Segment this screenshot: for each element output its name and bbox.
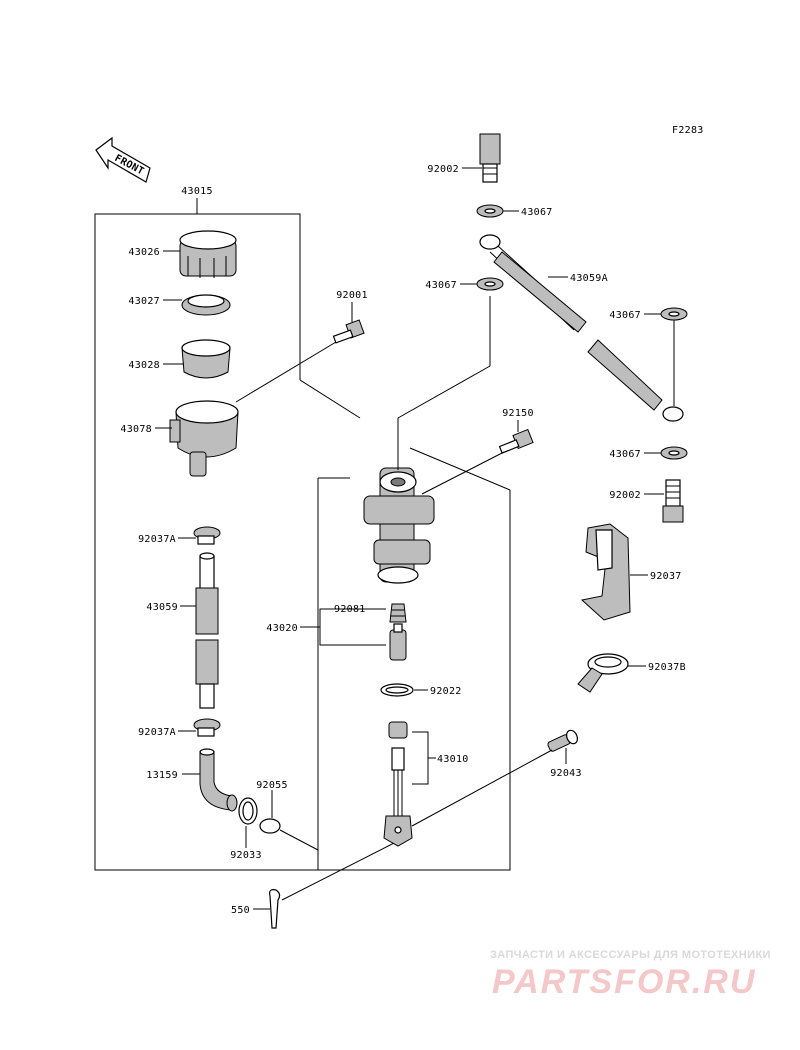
hose-clamp-top xyxy=(193,526,221,545)
part-label-43010: 43010 xyxy=(437,754,469,765)
part-label-43020: 43020 xyxy=(266,623,298,634)
bolt-92150 xyxy=(498,428,534,454)
o-ring-92055 xyxy=(259,818,281,834)
part-label-92037A-bottom: 92037A xyxy=(138,727,176,738)
part-label-43015: 43015 xyxy=(181,186,213,197)
hose-bracket-92037 xyxy=(580,523,631,621)
cotter-pin xyxy=(269,889,281,929)
hose-clamp-bottom xyxy=(193,718,221,737)
figure-code: F2283 xyxy=(672,125,704,136)
part-label-92037: 92037 xyxy=(650,571,682,582)
clevis-pin xyxy=(547,729,579,752)
washer-43067-c xyxy=(660,307,688,321)
part-label-92002-top: 92002 xyxy=(427,164,459,175)
part-label-43027: 43027 xyxy=(128,296,160,307)
washer-43067-b xyxy=(476,277,504,291)
washer-43067-a xyxy=(476,204,504,218)
hose-clamp-92037B xyxy=(577,653,629,693)
part-label-43067-b: 43067 xyxy=(425,280,457,291)
bolt-92001 xyxy=(332,319,365,344)
reservoir-tank xyxy=(169,400,239,477)
banjo-bolt-bottom xyxy=(662,479,684,523)
circlip-92022 xyxy=(380,683,414,697)
piston-kit-piston xyxy=(389,623,407,661)
part-label-43028: 43028 xyxy=(128,360,160,371)
reservoir-hose xyxy=(195,552,219,709)
watermark-logo: PARTSFOR.RU xyxy=(492,963,757,1001)
part-label-92022: 92022 xyxy=(430,686,462,697)
part-label-92150: 92150 xyxy=(502,408,534,419)
piston-kit-92081 xyxy=(389,603,407,623)
reservoir-assembly-box: 43015 xyxy=(94,186,318,871)
part-label-43067-c: 43067 xyxy=(609,310,641,321)
reservoir-cap xyxy=(179,230,237,278)
part-label-92002-bottom: 92002 xyxy=(609,490,641,501)
part-label-92037B: 92037B xyxy=(648,662,686,673)
banjo-bolt-top xyxy=(479,133,501,183)
circlip-92033 xyxy=(238,797,258,825)
part-label-92001: 92001 xyxy=(336,290,368,301)
diaphragm xyxy=(181,339,231,379)
front-arrow-icon: FRONT xyxy=(95,136,151,183)
washer-43067-d xyxy=(660,446,688,460)
part-label-43059: 43059 xyxy=(146,602,178,613)
part-label-92037A-top: 92037A xyxy=(138,534,176,545)
part-label-92033: 92033 xyxy=(230,850,262,861)
diaphragm-plate xyxy=(181,294,231,316)
push-rod-assembly xyxy=(383,721,413,847)
watermark-caption: ЗАПЧАСТИ И АКСЕССУАРЫ ДЛЯ МОТОТЕХНИКИ xyxy=(490,949,771,961)
part-label-92081: 92081 xyxy=(334,604,366,615)
part-label-92043: 92043 xyxy=(550,768,582,779)
part-label-13159: 13159 xyxy=(146,770,178,781)
pump-assembly-box xyxy=(299,379,511,871)
master-cylinder-body xyxy=(363,467,435,584)
part-label-43026: 43026 xyxy=(128,247,160,258)
part-label-550: 550 xyxy=(231,905,250,916)
elbow-fitting xyxy=(199,748,238,812)
part-label-43067-d: 43067 xyxy=(609,449,641,460)
part-label-43067-a: 43067 xyxy=(521,207,553,218)
part-label-92055: 92055 xyxy=(256,780,288,791)
brake-hose xyxy=(479,234,684,422)
part-label-43078: 43078 xyxy=(120,424,152,435)
part-label-43059A: 43059A xyxy=(570,273,608,284)
